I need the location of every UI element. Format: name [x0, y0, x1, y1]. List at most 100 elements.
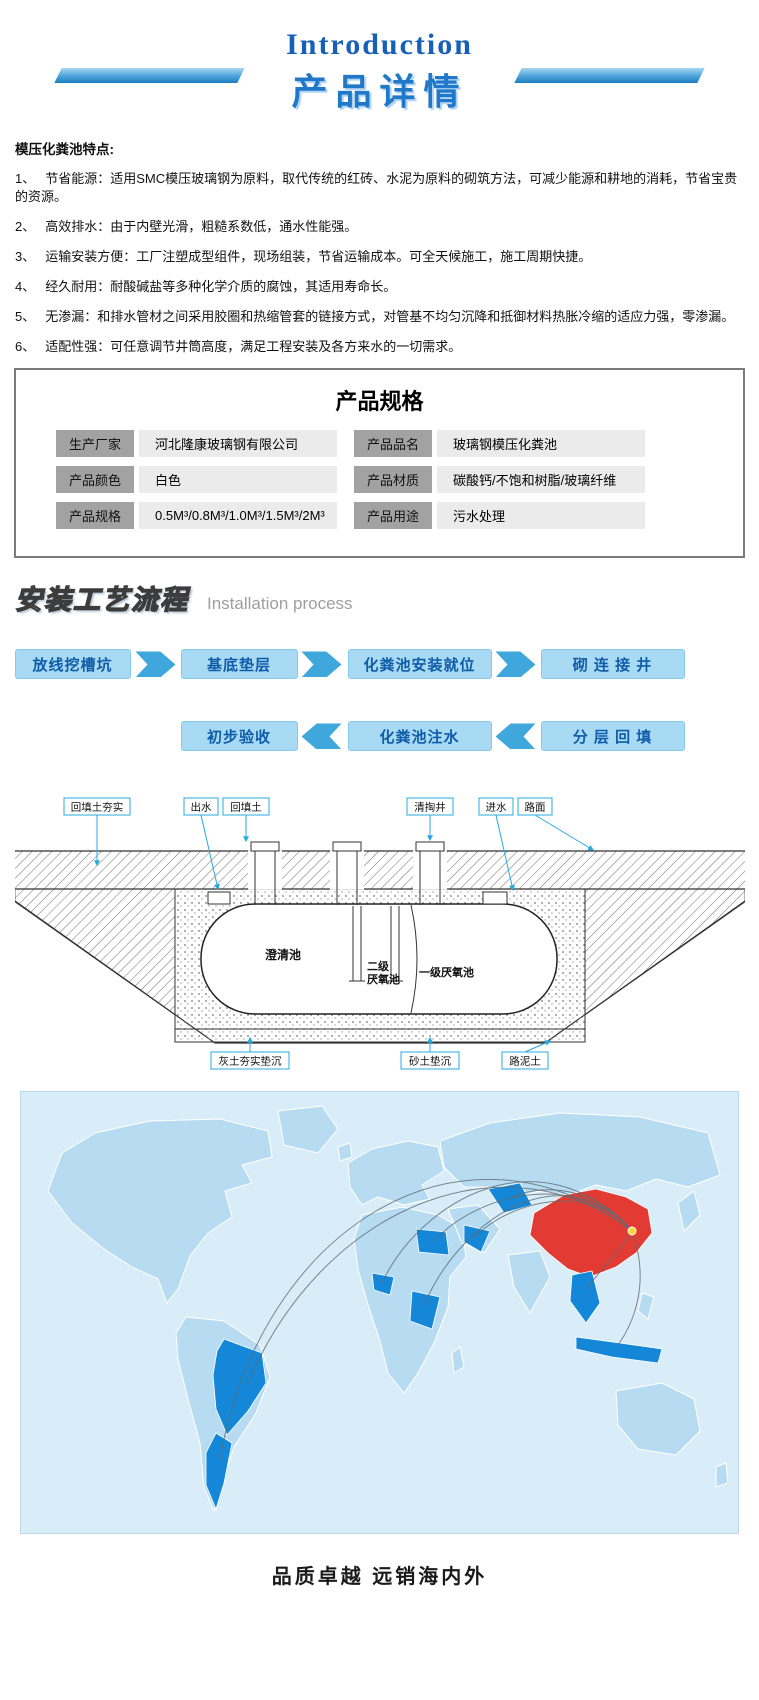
region-greenland	[277, 1105, 339, 1154]
diagram-callout-top: 回填土	[222, 797, 269, 843]
feature-number: 6、	[15, 338, 36, 354]
continent-north-america	[47, 1118, 273, 1304]
product-detail-page: Introduction 产品详情 模压化粪池特点: 1、节省能源：适用SMC模…	[0, 28, 759, 1589]
spec-table-title: 产品规格	[335, 389, 424, 415]
soil-wedge-right	[584, 889, 745, 1017]
feature-item-5: 5、无渗漏：和排水管材之间采用胶圈和热缩管套的链接方式，对管基不均匀沉降和抵御材…	[15, 308, 744, 327]
feature-number: 2、	[15, 219, 36, 235]
region-india	[507, 1250, 551, 1314]
highlight-arabia	[463, 1225, 491, 1253]
world-map-section	[0, 1091, 759, 1535]
china-region-highlight	[529, 1189, 653, 1278]
arrow-right-icon	[495, 651, 536, 678]
spec-row-1: 生产厂家 河北隆康玻璃钢有限公司 产品品名 玻璃钢模压化粪池	[56, 430, 731, 458]
highlight-west-africa	[371, 1273, 395, 1296]
spec-label: 产品颜色	[56, 466, 134, 494]
svg-text:回填土: 回填土	[230, 801, 262, 814]
diagram-callout-top: 回填土夯实	[63, 797, 130, 867]
diagram-callout-top: 路面	[517, 797, 594, 852]
highlight-indonesia	[575, 1337, 663, 1364]
feature-text: 经久耐用：耐酸碱盐等多种化学介质的腐蚀，其适用寿命长。	[45, 278, 397, 294]
highlight-brazil	[212, 1339, 267, 1436]
region-japan	[677, 1190, 701, 1232]
header-ribbon-right	[514, 68, 705, 83]
process-flowchart: 放线挖槽坑 基底垫层 化粪池安装就位 砌 连 接 井 初步验收 化粪池注水 分 …	[14, 643, 745, 761]
flow-step-3: 化粪池安装就位	[347, 649, 492, 680]
feature-item-4: 4、经久耐用：耐酸碱盐等多种化学介质的腐蚀，其适用寿命长。	[15, 278, 744, 297]
flow-step-6: 化粪池注水	[347, 721, 492, 752]
arrow-left-icon	[495, 723, 536, 750]
feature-number: 4、	[15, 278, 36, 294]
region-uk	[337, 1142, 353, 1162]
process-title-en: Installation process	[207, 594, 353, 614]
septic-tank-cross-section: 澄清池 二级 厌氧池 一级厌氧池 回填土夯实 出水 回填土	[14, 797, 745, 1070]
origin-marker-icon	[627, 1226, 637, 1236]
tank-chamber-label: 厌氧池	[367, 972, 400, 986]
intro-header: Introduction 产品详情	[0, 28, 759, 120]
feature-item-3: 3、运输安装方便：工厂注塑成型组件，现场组装，节省运输成本。可全天候施工，施工周…	[15, 248, 744, 267]
svg-text:进水: 进水	[485, 802, 506, 814]
spec-label: 产品材质	[354, 466, 432, 494]
highlight-indochina	[569, 1271, 601, 1324]
diagram-callout-bottom: 路泥土	[501, 1040, 551, 1070]
diagram-callout-top: 出水	[183, 797, 220, 891]
flow-step-7: 初步验收	[180, 721, 298, 752]
export-world-map	[20, 1091, 739, 1535]
region-philippines	[637, 1292, 655, 1320]
feature-text: 节省能源：适用SMC模压玻璃钢为原料，取代传统的红砖、水泥为原料的砌筑方法，可减…	[15, 170, 738, 205]
manhole-riser	[329, 841, 364, 906]
feature-text: 运输安装方便：工厂注塑成型组件，现场组装，节省运输成本。可全天候施工，施工周期快…	[45, 249, 592, 265]
tank-chamber-label: 一级厌氧池	[419, 965, 474, 979]
diagram-callout-top: 清掏井	[406, 797, 453, 842]
flow-step-1: 放线挖槽坑	[14, 649, 131, 680]
feature-number: 3、	[15, 249, 36, 265]
arrow-right-icon	[301, 651, 342, 678]
feature-text: 无渗漏：和排水管材之间采用胶圈和热缩管套的链接方式，对管基不均匀沉降和抵御材料热…	[45, 308, 735, 324]
outlet-pipe	[207, 891, 230, 905]
map-caption: 品质卓越 远销海内外	[271, 1566, 488, 1589]
spec-value: 碳酸钙/不饱和树脂/玻璃纤维	[437, 466, 645, 494]
spec-table: 产品规格 生产厂家 河北隆康玻璃钢有限公司 产品品名 玻璃钢模压化粪池 产品颜色…	[14, 368, 745, 559]
tank-divider-wall	[410, 905, 417, 1014]
spec-label: 产品用途	[354, 502, 432, 530]
svg-text:路泥土: 路泥土	[509, 1055, 541, 1068]
feature-text: 适配性强：可任意调节井筒高度，满足工程安装及各方来水的一切需求。	[45, 338, 462, 354]
continent-asia	[439, 1112, 721, 1202]
diagram-callout-bottom: 灰土夯实垫沉	[210, 1037, 289, 1070]
svg-text:路面: 路面	[524, 801, 545, 814]
spec-value: 污水处理	[437, 502, 645, 530]
tank-chamber-label: 澄清池	[264, 947, 300, 962]
tank-internal-pipes	[348, 906, 403, 982]
spec-label: 生产厂家	[56, 430, 134, 458]
flow-step-5: 分 层 回 填	[540, 721, 685, 752]
soil-wedge-left	[14, 889, 175, 1017]
continent-europe	[347, 1140, 445, 1206]
tank-chamber-label: 二级	[367, 959, 390, 973]
features-section: 模压化粪池特点: 1、节省能源：适用SMC模压玻璃钢为原料，取代传统的红砖、水泥…	[15, 140, 744, 356]
arrow-left-icon	[301, 723, 342, 750]
spec-value: 玻璃钢模压化粪池	[437, 430, 645, 458]
feature-number: 5、	[15, 308, 36, 324]
intro-title-en: Introduction	[286, 28, 473, 61]
highlight-argentina	[205, 1433, 233, 1510]
process-title: 安装工艺流程 Installation process	[14, 578, 759, 617]
manhole-riser	[247, 841, 282, 906]
spec-value: 0.5M³/0.8M³/1.0M³/1.5M³/2M³	[139, 502, 337, 530]
spec-label: 产品品名	[354, 430, 432, 458]
feature-item-6: 6、适配性强：可任意调节井筒高度，满足工程安装及各方来水的一切需求。	[15, 338, 744, 357]
installation-diagram: 澄清池 二级 厌氧池 一级厌氧池 回填土夯实 出水 回填土	[0, 789, 759, 1079]
region-madagascar	[451, 1346, 465, 1374]
diagram-callout-bottom: 砂土垫沉	[400, 1037, 459, 1070]
process-title-zh: 安装工艺流程	[14, 585, 189, 616]
continent-australia	[615, 1382, 701, 1456]
feature-number: 1、	[15, 170, 36, 186]
spec-label: 产品规格	[56, 502, 134, 530]
septic-tank-body	[199, 903, 558, 1016]
manhole-riser	[412, 841, 447, 906]
inlet-pipe	[482, 891, 507, 905]
spec-row-3: 产品规格 0.5M³/0.8M³/1.0M³/1.5M³/2M³ 产品用途 污水…	[56, 502, 731, 530]
spec-value: 河北隆康玻璃钢有限公司	[139, 430, 337, 458]
excavation-hull-outline	[14, 900, 745, 1045]
diagram-callout-top: 进水	[478, 797, 515, 892]
highlight-central-africa	[409, 1291, 441, 1330]
